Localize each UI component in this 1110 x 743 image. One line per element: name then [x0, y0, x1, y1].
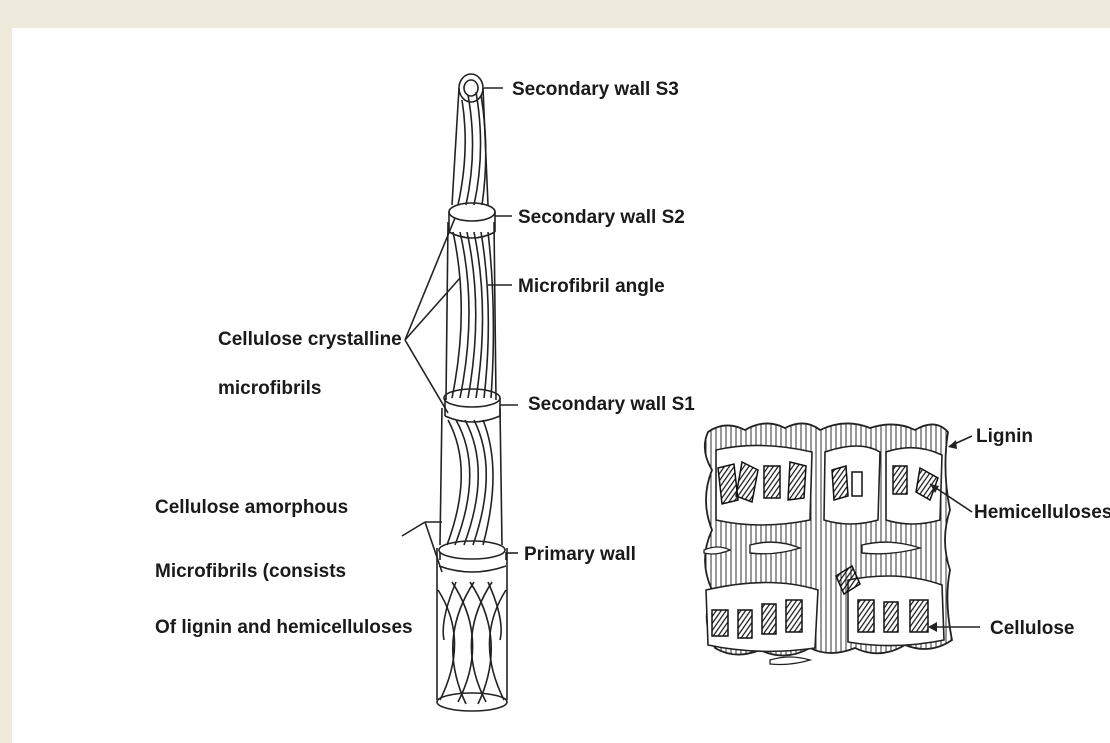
label-cellulose-crystalline-2: microfibrils	[218, 378, 321, 399]
left-leader-lines	[402, 218, 460, 572]
label-cellulose-crystalline-1: Cellulose crystalline	[218, 329, 402, 350]
s1-layer	[440, 389, 502, 545]
label-secondary-wall-s2: Secondary wall S2	[518, 207, 685, 228]
matrix-illustration	[704, 423, 980, 664]
label-primary-wall: Primary wall	[524, 544, 636, 565]
label-secondary-wall-s3: Secondary wall S3	[512, 79, 679, 100]
fiber-illustration	[402, 74, 518, 711]
label-cellulose-amorphous-2: Microfibrils (consists	[155, 561, 346, 582]
label-hemicelluloses: Hemicelluloses	[974, 502, 1110, 523]
label-lignin: Lignin	[976, 426, 1033, 447]
label-cellulose-amorphous-3: Of lignin and hemicelluloses	[155, 617, 413, 638]
s3-layer	[452, 74, 488, 205]
s2-layer	[446, 203, 496, 400]
primary-wall-layer	[437, 541, 507, 711]
label-secondary-wall-s1: Secondary wall S1	[528, 394, 695, 415]
label-cellulose: Cellulose	[990, 618, 1074, 639]
label-cellulose-amorphous-1: Cellulose amorphous	[155, 497, 348, 518]
label-microfibril-angle: Microfibril angle	[518, 276, 665, 297]
